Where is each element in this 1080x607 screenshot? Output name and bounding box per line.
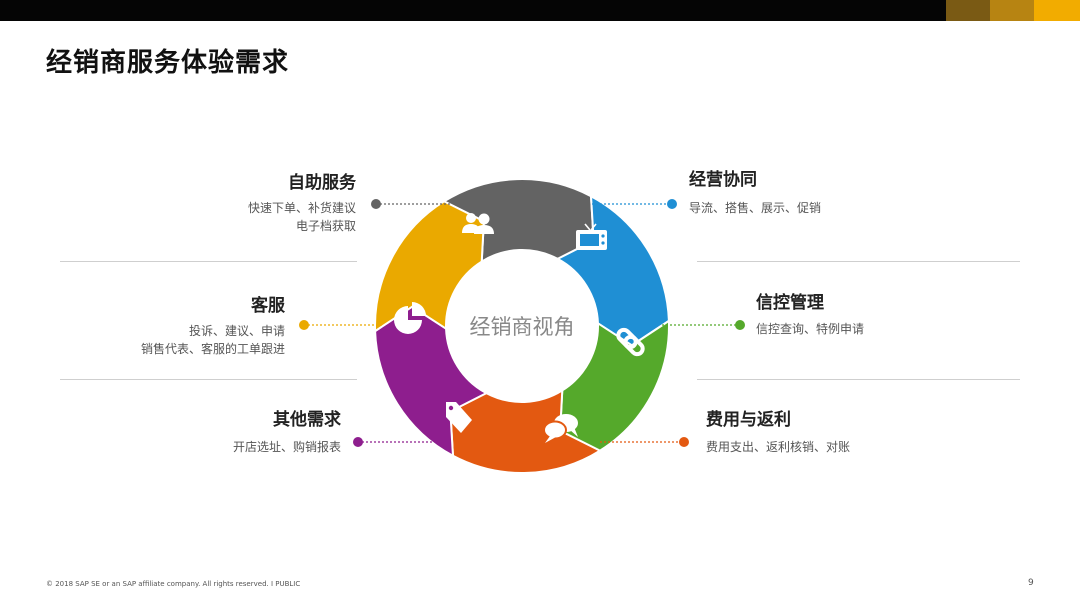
- desc-operation-collab-1: 导流、搭售、展示、促销: [689, 201, 822, 215]
- connector-dot: [299, 320, 309, 330]
- connector-dot: [371, 199, 381, 209]
- desc-fees-rebates-1: 费用支出、返利核销、对账: [706, 440, 851, 454]
- label-fees-rebates: 费用与返利: [706, 410, 791, 430]
- divider: [697, 261, 1020, 262]
- center-circle: [446, 250, 598, 402]
- label-self-service: 自助服务: [288, 173, 356, 193]
- chat-icon: [543, 414, 578, 443]
- label-customer-service: 客服: [251, 296, 285, 316]
- top-bar: [0, 0, 1080, 21]
- accent-segment: [946, 0, 990, 21]
- page-title: 经销商服务体验需求: [46, 48, 290, 78]
- pie-chart-icon: [394, 302, 426, 334]
- connector-dot: [735, 320, 745, 330]
- footer-copyright: © 2018 SAP SE or an SAP affiliate compan…: [46, 580, 301, 588]
- desc-self-service-1: 快速下单、补货建议: [247, 201, 356, 215]
- users-icon: [462, 213, 494, 234]
- accent-segment: [1034, 0, 1080, 21]
- connector-dot: [667, 199, 677, 209]
- desc-customer-service-2: 销售代表、客服的工单跟进: [140, 342, 285, 356]
- label-credit-control: 信控管理: [756, 293, 824, 313]
- tag-icon: [446, 402, 472, 433]
- label-operation-collab: 经营协同: [689, 170, 757, 190]
- link-icon: [616, 327, 645, 357]
- connectors: [299, 199, 745, 447]
- tv-icon: [576, 223, 607, 250]
- desc-self-service-2: 电子档获取: [295, 219, 356, 233]
- desc-credit-control-1: 信控查询、特例申请: [756, 322, 865, 336]
- desc-customer-service-1: 投诉、建议、申请: [188, 324, 285, 338]
- connector-dot: [679, 437, 689, 447]
- divider: [60, 261, 357, 262]
- desc-other-needs-1: 开店选址、购销报表: [232, 440, 341, 454]
- divider: [60, 379, 357, 380]
- divider: [697, 379, 1020, 380]
- accent-segment: [990, 0, 1034, 21]
- connector-dot: [353, 437, 363, 447]
- label-other-needs: 其他需求: [273, 410, 341, 430]
- center-label: 经销商视角: [470, 315, 575, 339]
- page-number: 9: [1028, 578, 1034, 588]
